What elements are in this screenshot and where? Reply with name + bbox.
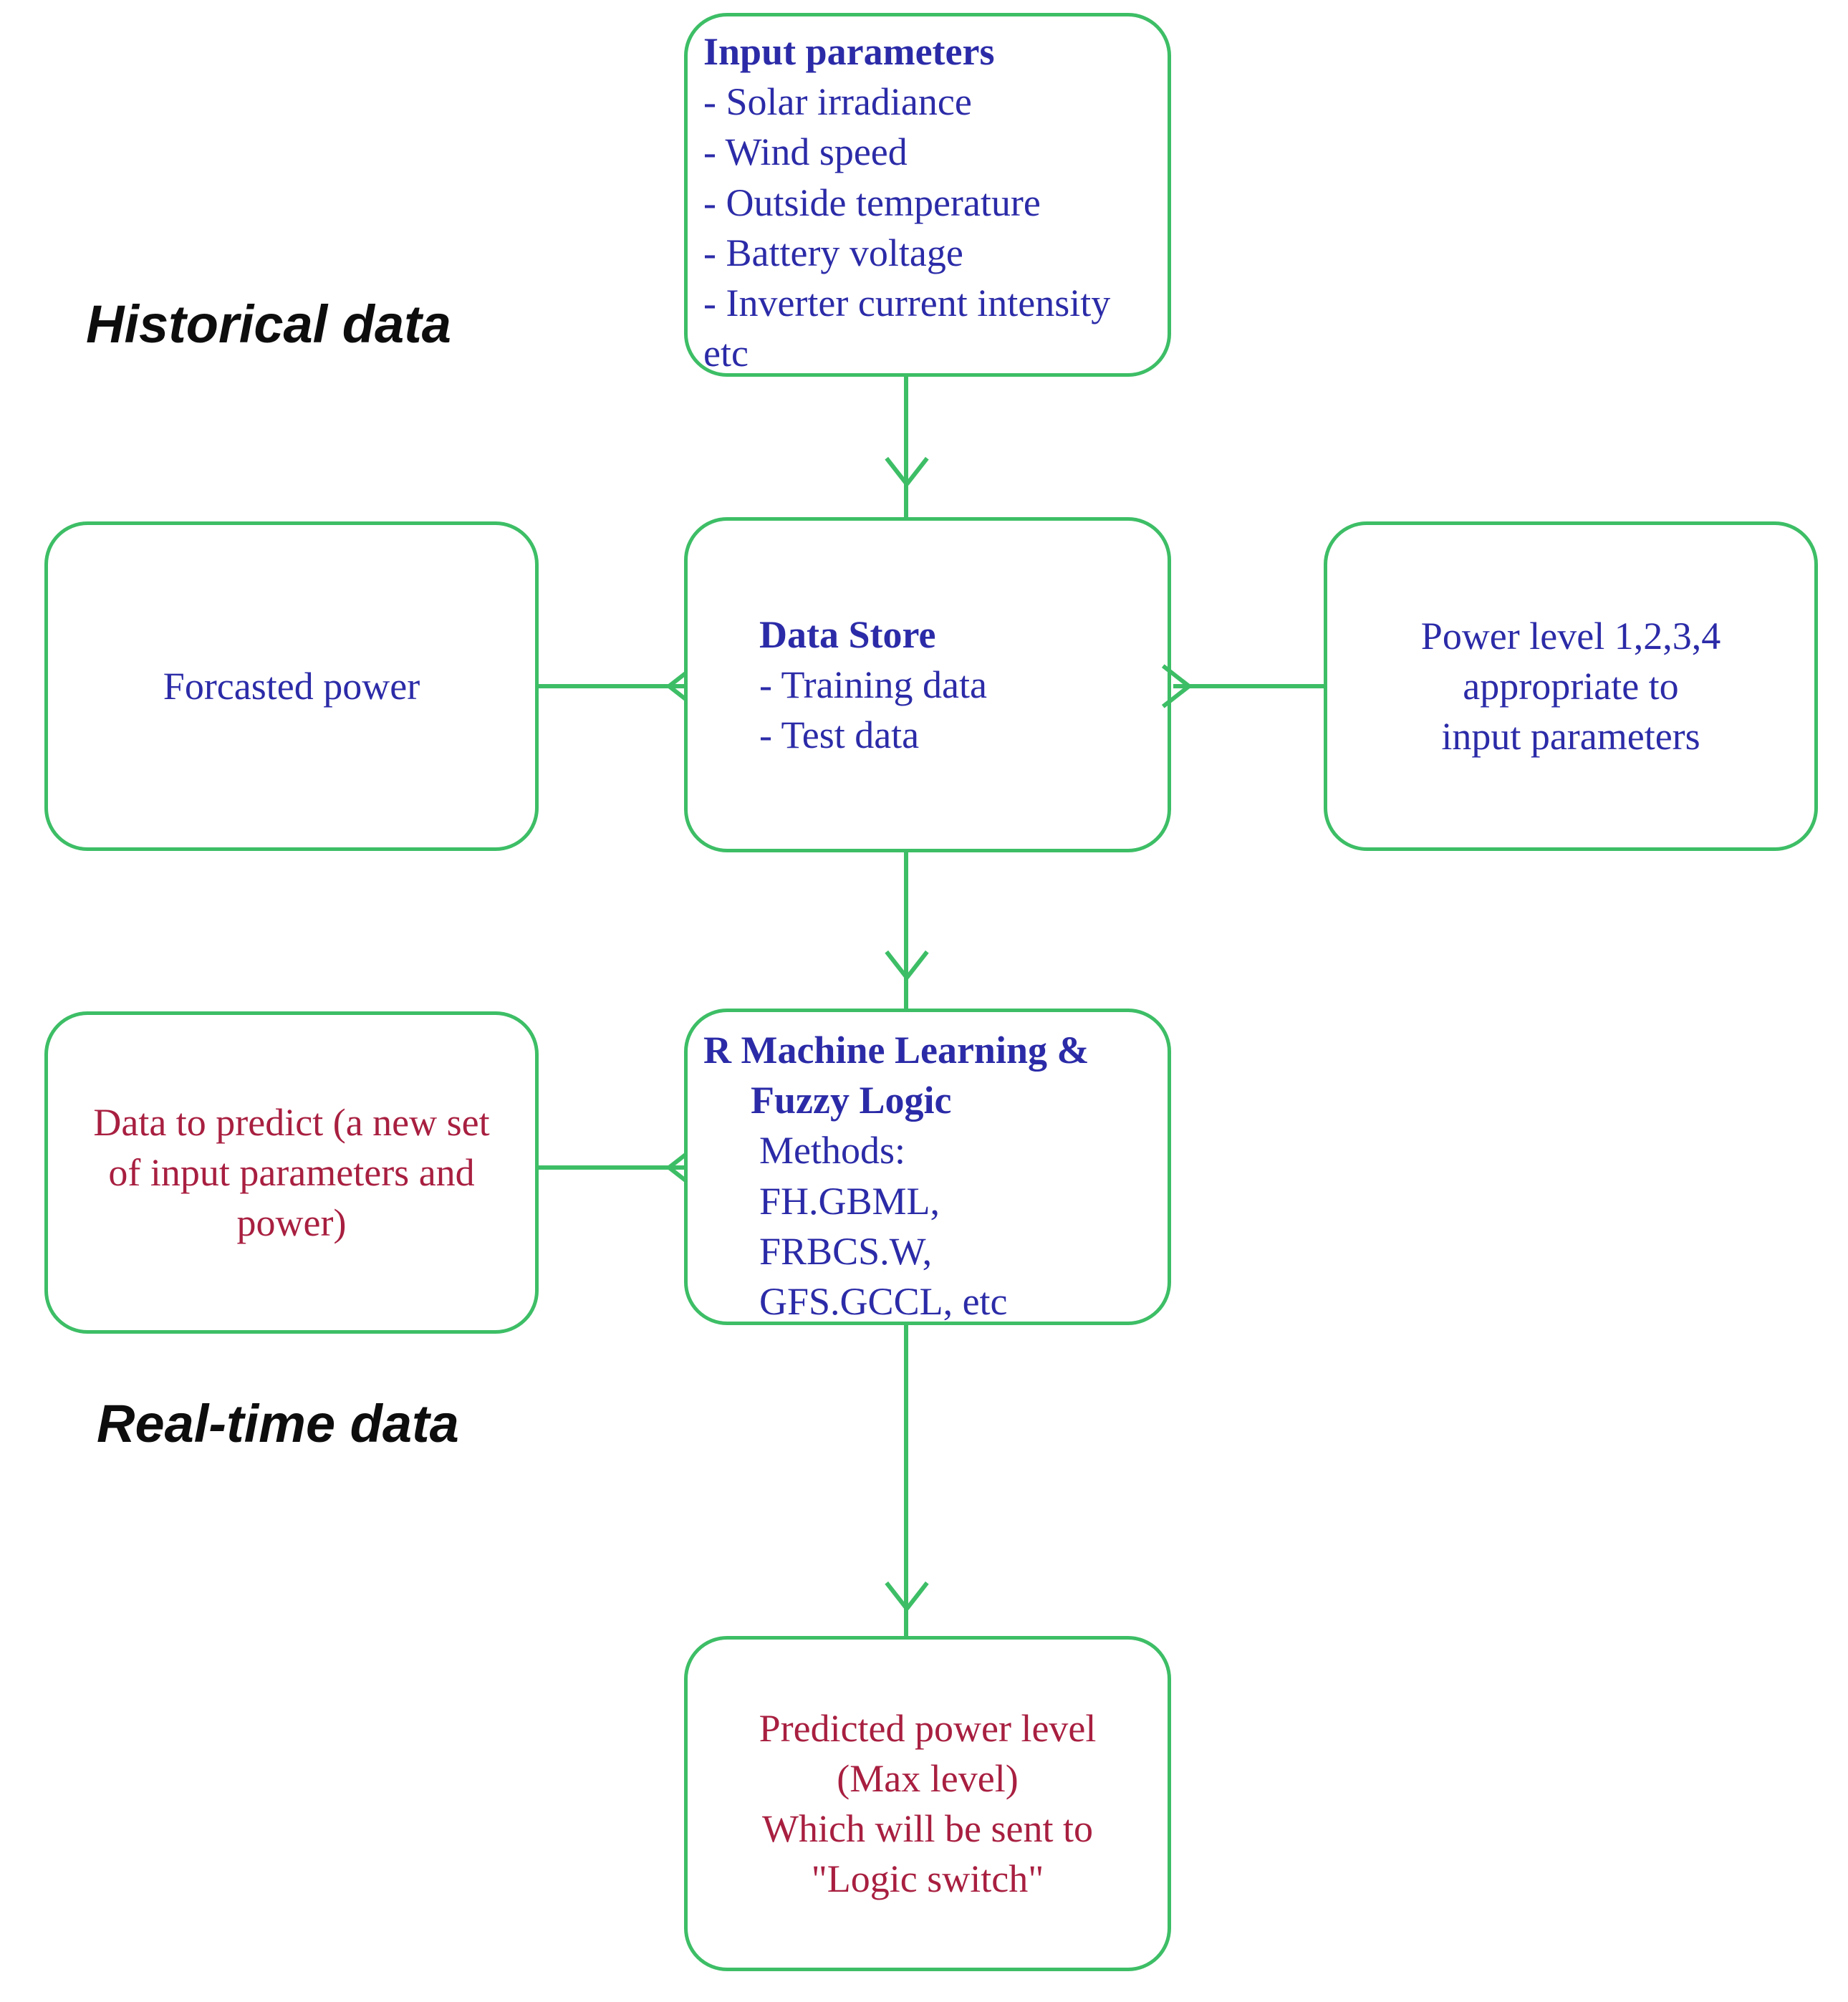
node-input-parameters[interactable]: Input parameters - Solar irradiance - Wi… xyxy=(684,13,1171,377)
ml-method-2: GFS.GCCL, etc xyxy=(759,1279,1008,1323)
edge-forcasted-to-datastore-line xyxy=(539,684,685,688)
predicted-power-line-1: (Max level) xyxy=(837,1756,1019,1800)
section-label-real-time-data: Real-time data xyxy=(97,1394,459,1453)
node-predicted-power-level[interactable]: Predicted power level (Max level) Which … xyxy=(684,1636,1171,1971)
edge-powerlevel-to-datastore-line xyxy=(1173,684,1325,688)
node-data-store[interactable]: Data Store - Training data - Test data xyxy=(684,517,1171,852)
data-to-predict-line-0: Data to predict (a new set xyxy=(93,1100,490,1144)
input-parameters-heading: Input parameters xyxy=(703,30,995,73)
ml-heading-line-0: R Machine Learning & xyxy=(703,1029,1089,1072)
input-parameters-item-2: - Outside temperature xyxy=(703,181,1041,224)
data-store-item-0: - Training data xyxy=(759,663,987,706)
ml-method-0: FH.GBML, xyxy=(759,1179,940,1223)
node-forcasted-power[interactable]: Forcasted power xyxy=(44,521,539,851)
data-store-item-1: - Test data xyxy=(759,713,920,757)
edge-datastore-to-ml-line xyxy=(904,852,908,1010)
section-label-historical-data: Historical data xyxy=(86,294,451,354)
power-level-line-2: input parameters xyxy=(1441,715,1700,759)
ml-methods-label: Methods: xyxy=(759,1129,906,1173)
input-parameters-item-5: etc xyxy=(703,332,749,375)
ml-method-1: FRBCS.W, xyxy=(759,1229,933,1273)
edge-ml-to-predicted-line xyxy=(904,1325,908,1642)
data-to-predict-line-2: power) xyxy=(236,1201,347,1245)
input-parameters-item-0: - Solar irradiance xyxy=(703,80,972,124)
edge-predict-to-ml-line xyxy=(539,1165,685,1170)
edge-input-to-datastore-line xyxy=(904,377,908,517)
input-parameters-item-1: - Wind speed xyxy=(703,130,908,174)
predicted-power-line-3: "Logic switch" xyxy=(811,1857,1044,1901)
ml-heading-line-1: Fuzzy Logic xyxy=(751,1079,952,1122)
predicted-power-line-2: Which will be sent to xyxy=(762,1807,1093,1850)
input-parameters-item-3: - Battery voltage xyxy=(703,231,963,274)
predicted-power-line-0: Predicted power level xyxy=(759,1706,1097,1750)
data-to-predict-line-1: of input parameters and xyxy=(108,1150,475,1194)
node-power-level[interactable]: Power level 1,2,3,4 appropriate to input… xyxy=(1324,521,1818,851)
power-level-line-1: appropriate to xyxy=(1463,664,1679,708)
power-level-line-0: Power level 1,2,3,4 xyxy=(1420,614,1721,658)
node-data-to-predict[interactable]: Data to predict (a new set of input para… xyxy=(44,1011,539,1334)
forcasted-power-text: Forcasted power xyxy=(163,664,420,708)
node-r-machine-learning-fuzzy-logic[interactable]: R Machine Learning & Fuzzy Logic Methods… xyxy=(684,1009,1171,1325)
input-parameters-item-4: - Inverter current intensity xyxy=(703,281,1111,324)
data-store-heading: Data Store xyxy=(759,612,936,656)
